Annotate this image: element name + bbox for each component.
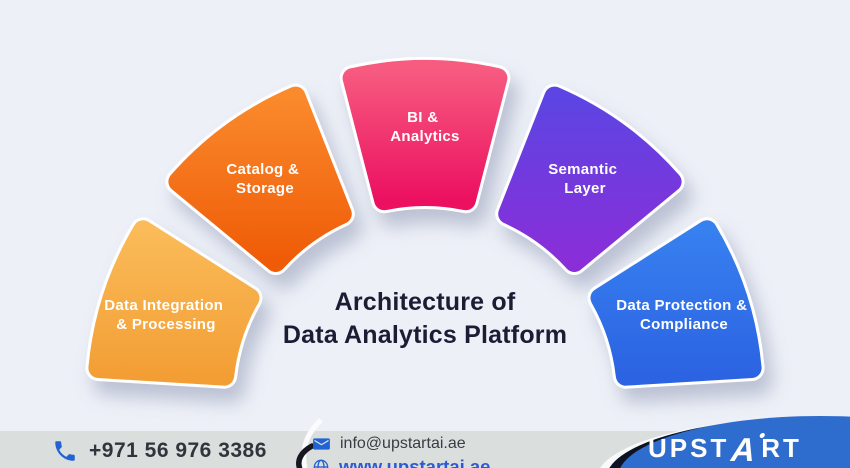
phone-contact[interactable]: +971 56 976 3386 (52, 438, 267, 464)
phone-icon (55, 441, 75, 461)
page-title-line2: Data Analytics Platform (282, 321, 568, 349)
fan-diagram: Data Integration & Processing Catalog & … (85, 57, 765, 389)
footer-divider-dark-crescent (296, 443, 315, 468)
page-title: Architecture of Data Analytics Platform (0, 286, 850, 352)
segment-label-data-protection-compliance: Data Protection & Compliance (616, 297, 751, 333)
footer-divider-white-swoosh (301, 418, 323, 468)
logo-text-part2: RT (761, 433, 802, 463)
website-url: www.upstartai.ae (339, 456, 491, 468)
phone-number: +971 56 976 3386 (89, 439, 267, 462)
fan-segment-bi-analytics (342, 60, 508, 211)
logo-stylized-a: A (727, 431, 766, 468)
upstart-logo: UPST A RT (648, 431, 802, 468)
email-contact[interactable]: info@upstartai.ae (313, 435, 490, 453)
logo-text-part1: UPST (648, 433, 730, 463)
fan-segment-data-integration-processing (88, 220, 260, 386)
fan-segment-semantic-layer (498, 86, 682, 272)
segment-label-data-integration-processing: Data Integration & Processing (104, 297, 227, 333)
email-address: info@upstartai.ae (340, 435, 466, 452)
segment-label-catalog-storage: Catalog & Storage (226, 161, 303, 197)
page-title-line1: Architecture of (334, 288, 516, 316)
globe-icon (313, 459, 329, 468)
footer-decorations (296, 416, 850, 468)
logo-oval (620, 416, 850, 468)
segment-label-semantic-layer: Semantic Layer (548, 161, 622, 197)
contact-column: info@upstartai.ae www.upstartai.ae (313, 435, 490, 468)
email-icon (313, 438, 330, 450)
fan-segment-catalog-storage (168, 86, 352, 272)
website-contact[interactable]: www.upstartai.ae (313, 456, 490, 468)
segment-label-bi-analytics: BI & Analytics (390, 109, 459, 145)
fan-segment-data-protection-compliance (590, 220, 762, 386)
